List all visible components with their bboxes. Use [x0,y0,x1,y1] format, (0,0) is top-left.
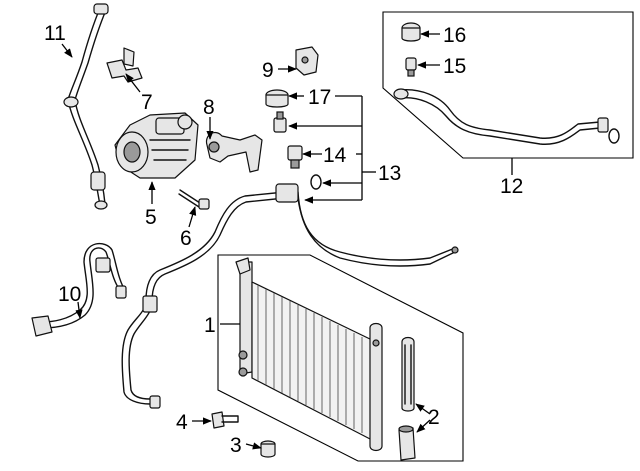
receiver-drier [398,336,416,461]
callout-13: 13 [378,162,401,185]
condenser-box [217,254,464,462]
cap-17 [265,89,289,108]
suction-hose [393,88,620,145]
leader-lines [61,30,513,450]
small-bracket [295,46,319,76]
callout-12: 12 [500,175,523,198]
condenser [235,257,383,452]
pressure-switch-14 [287,145,303,169]
compressor-bracket [106,47,143,83]
valve-15 [405,57,417,77]
o-ring [310,174,322,190]
callout-11: 11 [44,22,66,45]
suction-hose-lower [31,242,127,337]
callout-2: 2 [428,406,440,429]
pipe-clamp-bracket [205,132,263,173]
callout-1: 1 [204,314,216,337]
callout-15: 15 [443,55,466,78]
discharge-hose [63,3,109,210]
callout-16: 16 [443,24,466,47]
hose-assembly-box [382,11,634,159]
callout-17: 17 [308,86,331,109]
callout-3: 3 [230,434,242,457]
callout-14: 14 [323,144,347,167]
callout-5: 5 [145,206,157,229]
callout-4: 4 [176,411,188,434]
callout-7: 7 [141,91,153,114]
callout-9: 9 [262,59,274,82]
liquid-line [121,183,459,409]
compressor-bolt [178,189,210,210]
condenser-grommet [260,440,276,458]
cap-16 [401,22,421,42]
condenser-bolt [211,411,239,429]
ac-compressor [114,112,199,179]
callout-6: 6 [180,227,192,250]
switch-fitting-upper [273,111,287,133]
callout-8: 8 [203,96,215,119]
callout-10: 10 [58,283,81,306]
